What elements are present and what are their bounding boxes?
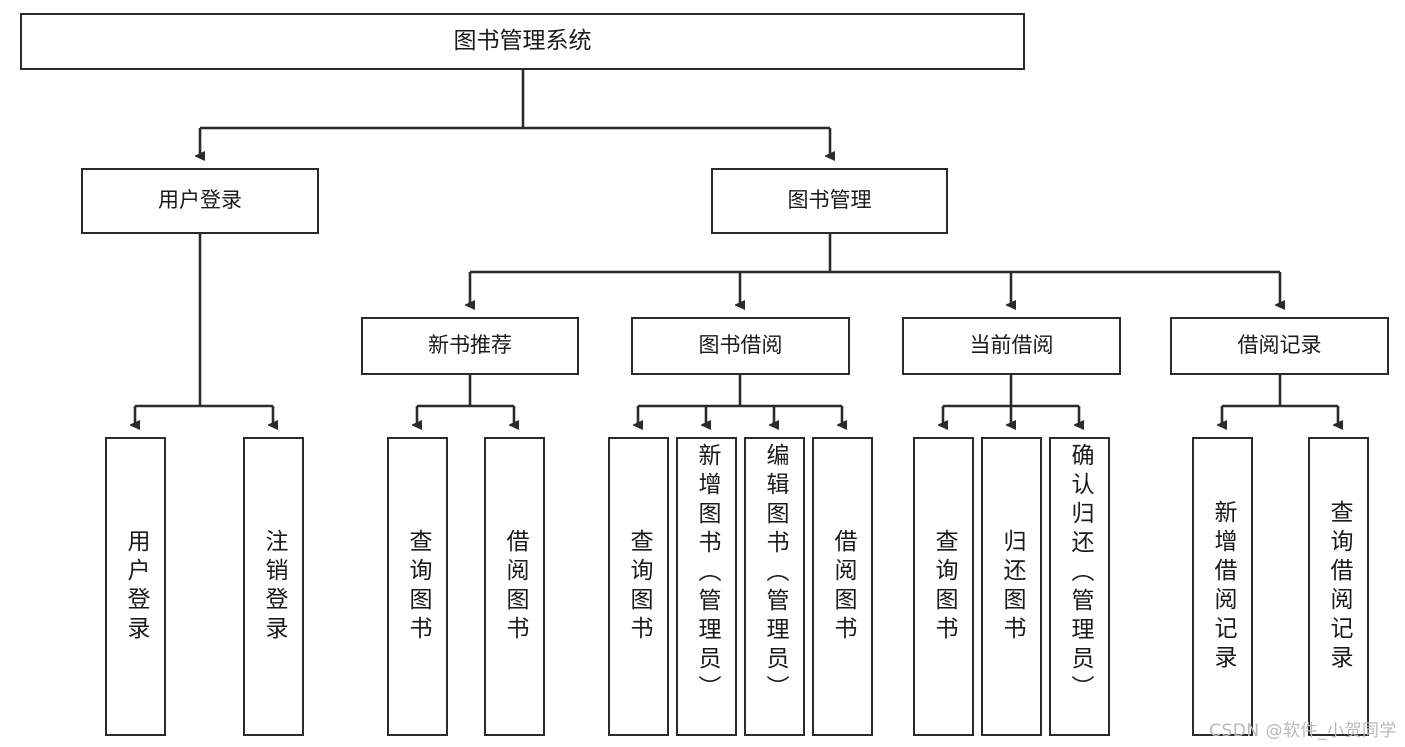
node-label: 当前借阅	[969, 333, 1054, 358]
node-leaf-logout-login[interactable]: 注销登录	[243, 437, 304, 736]
node-leaf-user-login[interactable]: 用户登录	[105, 437, 166, 736]
node-root-book-management-system[interactable]: 图书管理系统	[20, 13, 1025, 70]
node-label: 用户登录	[123, 528, 149, 645]
node-leaf-query-book-current[interactable]: 查询图书	[913, 437, 974, 736]
node-leaf-confirm-return-admin[interactable]: 确认归还（管理员）	[1049, 437, 1110, 736]
node-label: 查询借阅记录	[1326, 499, 1352, 674]
node-label: 图书借阅	[698, 333, 783, 358]
node-label: 确认归还（管理员）	[1067, 443, 1093, 704]
node-label: 借阅图书	[830, 528, 856, 645]
node-label: 图书管理	[787, 188, 872, 213]
watermark: CSDN @软件_小贺同学	[1209, 721, 1397, 741]
node-label: 新书推荐	[428, 333, 512, 358]
node-label: 图书管理系统	[453, 28, 592, 55]
node-leaf-query-borrow-record[interactable]: 查询借阅记录	[1308, 437, 1369, 736]
node-label: 用户登录	[158, 188, 242, 213]
node-borrow-record[interactable]: 借阅记录	[1170, 317, 1389, 375]
node-label: 查询图书	[405, 528, 431, 645]
node-label: 查询图书	[931, 528, 957, 645]
node-label: 编辑图书（管理员）	[762, 443, 788, 704]
node-leaf-edit-book-admin[interactable]: 编辑图书（管理员）	[744, 437, 805, 736]
node-leaf-query-book-newbook[interactable]: 查询图书	[387, 437, 448, 736]
node-new-book-recommend[interactable]: 新书推荐	[361, 317, 579, 375]
node-leaf-borrow-book[interactable]: 借阅图书	[812, 437, 873, 736]
node-leaf-return-book[interactable]: 归还图书	[981, 437, 1042, 736]
node-label: 借阅记录	[1237, 333, 1322, 358]
node-leaf-borrow-book-newbook[interactable]: 借阅图书	[484, 437, 545, 736]
node-leaf-add-borrow-record[interactable]: 新增借阅记录	[1192, 437, 1253, 736]
node-label: 新增图书（管理员）	[694, 443, 720, 704]
node-label: 归还图书	[999, 528, 1025, 645]
node-current-borrow[interactable]: 当前借阅	[902, 317, 1121, 375]
node-user-login[interactable]: 用户登录	[81, 168, 319, 234]
node-leaf-query-book-borrow[interactable]: 查询图书	[608, 437, 669, 736]
node-label: 新增借阅记录	[1210, 499, 1236, 674]
node-book-management[interactable]: 图书管理	[711, 168, 948, 234]
node-label: 注销登录	[261, 528, 287, 645]
node-book-borrow[interactable]: 图书借阅	[631, 317, 850, 375]
node-label: 查询图书	[626, 528, 652, 645]
node-leaf-add-book-admin[interactable]: 新增图书（管理员）	[676, 437, 737, 736]
node-label: 借阅图书	[502, 528, 528, 645]
